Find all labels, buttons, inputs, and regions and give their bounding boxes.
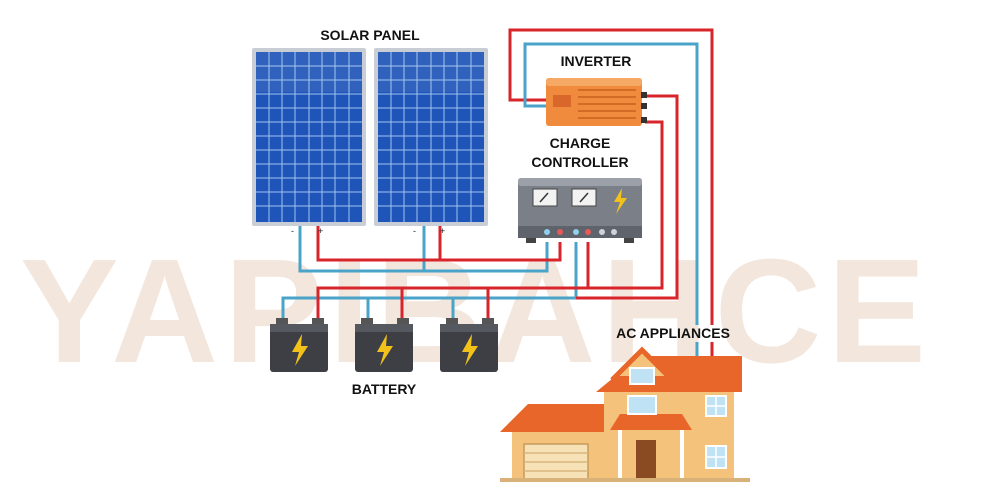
battery-icon-2: [355, 318, 413, 372]
battery-3-bolt-icon: [462, 334, 478, 366]
panel-right-positive-mark: +: [440, 226, 445, 236]
wire-inverter-dc-negative: [488, 120, 664, 290]
wire-ac-positive: [508, 28, 714, 325]
panel-right-negative-mark: -: [413, 226, 416, 236]
charge-controller-icon: [518, 178, 642, 243]
charge-controller-label-line1: CHARGE: [550, 135, 611, 151]
wire-ac-negative: [523, 42, 699, 325]
ac-appliances-label: AC APPLIANCES: [616, 325, 730, 341]
inverter-icon: [546, 78, 647, 126]
house-icon: [500, 346, 750, 482]
solar-panel-label: SOLAR PANEL: [320, 27, 420, 43]
controller-bolt-icon: [614, 188, 627, 214]
solar-panel-left: [252, 48, 366, 226]
solar-panel-right: [374, 48, 488, 226]
battery-1-bolt-icon: [292, 334, 308, 366]
wire-inverter-red-down: [576, 105, 679, 300]
panel-left-positive-mark: +: [318, 226, 323, 236]
wire-battery-negative: [281, 242, 578, 320]
battery-label: BATTERY: [352, 381, 417, 397]
panel-left-negative-mark: -: [291, 226, 294, 236]
wire-inverter-dc-positive: [640, 94, 679, 105]
battery-icon-3: [440, 318, 498, 372]
wiring: [281, 28, 714, 400]
charge-controller-label-line2: CONTROLLER: [531, 154, 628, 170]
battery-icon-1: [270, 318, 328, 372]
wire-battery-positive: [316, 242, 590, 320]
battery-2-bolt-icon: [377, 334, 393, 366]
inverter-label: INVERTER: [561, 53, 632, 69]
